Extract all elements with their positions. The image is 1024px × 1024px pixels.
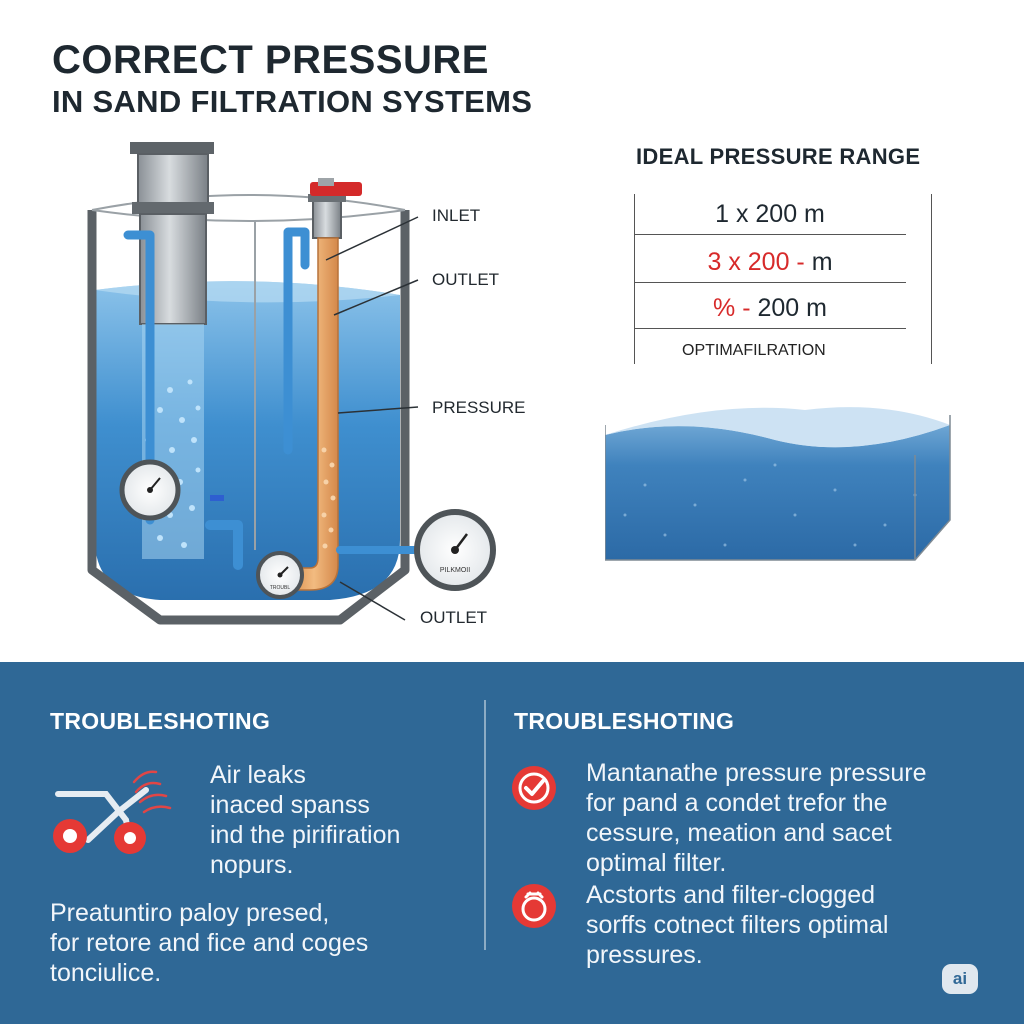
gauge-small-label: TROUBL xyxy=(270,585,291,591)
valve-handle-icon xyxy=(310,178,362,196)
pressure-range-note: OPTIMAFILRATION xyxy=(682,342,826,359)
label-pressure: PRESSURE xyxy=(432,398,526,417)
label-inlet: INLET xyxy=(432,206,481,225)
troubleshooting-left-footer: Preatuntiro paloy presed, for retore and… xyxy=(50,899,369,987)
troubleshooting-right-heading: TROUBLESHOTING xyxy=(514,708,735,734)
filter-clog-icon xyxy=(512,884,556,928)
pressure-range-row: 3 x 200 - m xyxy=(634,248,906,283)
page-title: CORRECT PRESSURE xyxy=(52,38,489,82)
tank-frame xyxy=(87,210,410,625)
label-outlet-top: OUTLET xyxy=(432,270,500,289)
pressure-gauge-icon xyxy=(119,459,181,521)
elbow-pipe xyxy=(205,520,243,570)
return-pipe xyxy=(283,227,310,455)
callout-leaders xyxy=(325,216,419,621)
inlet-pipe-left xyxy=(123,230,155,525)
column-bubbles xyxy=(321,447,336,549)
valve-marker xyxy=(210,495,224,501)
pressure-range-row: % - 200 m xyxy=(634,294,906,329)
ai-watermark-badge: ai xyxy=(942,964,978,994)
pressure-range-box: 1 x 200 m 3 x 200 - m % - 200 m OPTIMAFI… xyxy=(634,194,932,364)
pressure-gauge-icon: PILKMOII xyxy=(414,509,496,591)
troubleshooting-panel: TROUBLESHOTING Air leaks inaced spanss i… xyxy=(0,662,1024,1024)
troubleshooting-left-heading: TROUBLESHOTING xyxy=(50,708,271,734)
pressure-range-title: IDEAL PRESSURE RANGE xyxy=(636,144,921,169)
label-outlet-bottom: OUTLET xyxy=(420,608,488,627)
troubleshooting-right-item: Acstorts and filter-clogged sorffs cotne… xyxy=(586,881,889,969)
troubleshooting-left-item: Air leaks inaced spanss ind the pirifira… xyxy=(210,761,401,879)
gauge-large-label: PILKMOII xyxy=(440,567,470,574)
troubleshooting-right-item: Mantanathe pressure pressure for pand a … xyxy=(586,759,927,877)
water-cross-section xyxy=(605,407,951,561)
page-subtitle: IN SAND FILTRATION SYSTEMS xyxy=(52,84,533,119)
broken-pipe-leak-icon xyxy=(53,770,172,854)
pressure-range-row: 1 x 200 m xyxy=(634,200,906,235)
check-circle-icon xyxy=(512,766,556,810)
filter-tank-diagram: TROUBL PILKMOII xyxy=(87,142,496,625)
panel-divider xyxy=(484,700,486,950)
pressure-gauge-icon: TROUBL xyxy=(256,551,304,599)
